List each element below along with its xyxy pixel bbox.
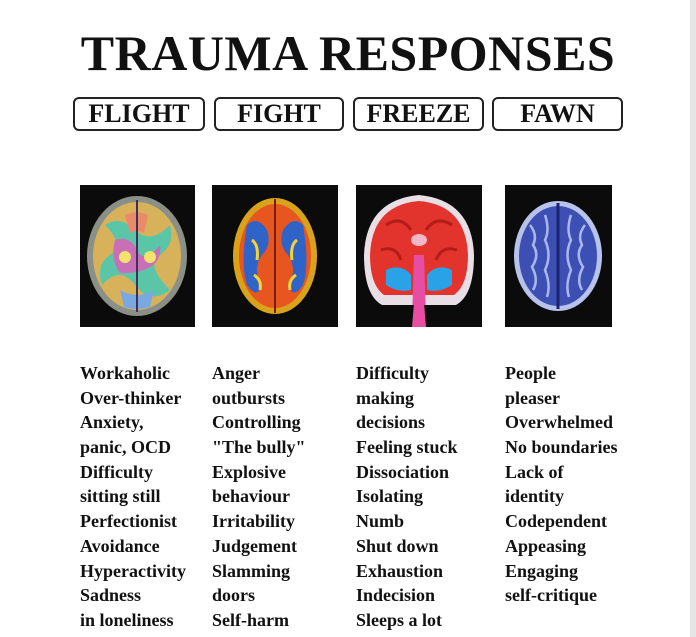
list-item: Engaging [505,560,579,581]
list-item: Avoidance [80,535,160,556]
list-item: Difficulty [356,363,429,383]
list-item: Over-thinker [80,387,182,408]
list-item: identity [505,486,565,507]
freeze-brain-scan-icon [356,185,482,327]
list-item: Numb [356,511,405,532]
list-item: doors [212,585,256,606]
list-item: Sleeps a lot [356,609,443,630]
list-item: Shut down [356,535,439,556]
list-item: Exhaustion [356,560,444,581]
list-item: "The bully" [212,437,306,458]
list-item: Dissociation [356,461,450,482]
list-item: Controlling [212,412,301,433]
fawn-responses: People pleaser Overwhelmed No boundaries… [505,361,618,608]
list-item: Codependent [505,511,608,532]
list-item: behaviour [212,486,291,507]
list-item: outbursts [212,387,286,408]
list-item: Anxiety, [80,412,144,433]
list-item: Anger [212,363,260,383]
label-fight: FIGHT [214,97,344,131]
list-item: in loneliness [80,609,174,630]
list-item: People [505,363,556,383]
list-item: Sadness [80,585,142,606]
fight-brain-scan-icon [212,185,338,327]
list-item: self-critique [505,585,597,606]
list-item: Irritability [212,511,295,532]
list-item: Self-harm [212,609,289,630]
list-item: making [356,387,415,408]
freeze-responses: Difficulty making decisions Feeling stuc… [356,361,458,633]
list-item: pleaser [505,387,560,408]
category-labels: FLIGHT FIGHT FREEZE FAWN [0,97,696,137]
list-item: No boundaries [505,437,618,458]
list-item: Perfectionist [80,511,177,532]
list-item: Feeling stuck [356,437,458,458]
list-item: Difficulty [80,461,153,482]
list-item: Appeasing [505,535,587,556]
flight-brain-scan-icon [80,185,195,327]
page-edge [690,0,696,637]
list-item: decisions [356,412,426,433]
list-item: Explosive [212,461,287,482]
list-item: Hyperactivity [80,560,186,581]
page-title: TRAUMA RESPONSES [80,25,616,81]
list-item: Workaholic [80,363,171,383]
list-item: sitting still [80,486,161,507]
list-item: Overwhelmed [505,412,613,433]
fawn-brain-scan-icon [505,185,612,327]
list-item: Lack of [505,461,564,482]
list-item: Slamming [212,560,291,581]
list-item: Indecision [356,585,436,606]
label-flight: FLIGHT [73,97,205,131]
list-item: panic, OCD [80,437,172,458]
list-item: Judgement [212,535,297,556]
flight-responses: Workaholic Over-thinker Anxiety, panic, … [80,361,186,633]
label-freeze: FREEZE [353,97,484,131]
fight-responses: Anger outbursts Controlling "The bully" … [212,361,306,633]
label-fawn: FAWN [492,97,623,131]
list-item: Isolating [356,486,424,507]
